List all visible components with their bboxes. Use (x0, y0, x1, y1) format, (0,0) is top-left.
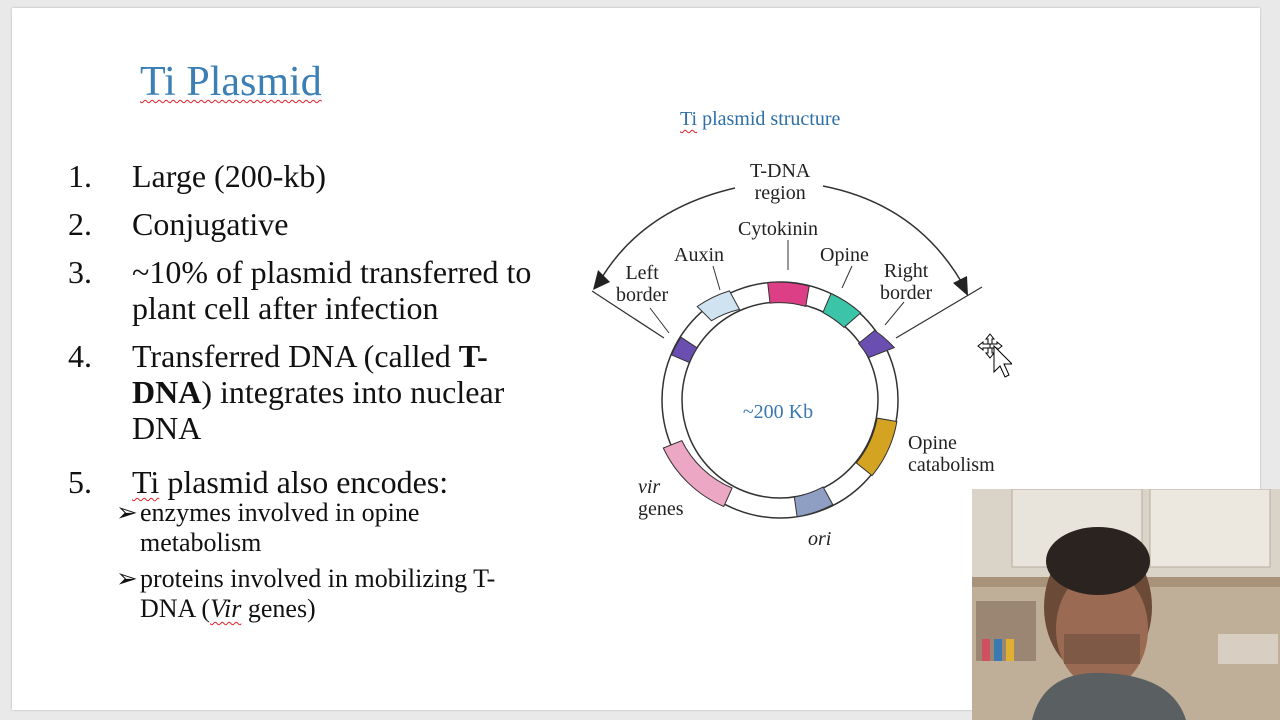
ori-label: ori (808, 528, 832, 550)
list-text: Conjugative (132, 206, 289, 242)
right-border-segment (857, 329, 896, 359)
list-text: Ti plasmid also encodes: (132, 464, 632, 500)
tdna-arc-left (597, 187, 736, 285)
opine-catabolism-segment (855, 417, 898, 477)
slide-title: Ti Plasmid (140, 58, 322, 106)
slide-title-text: Ti Plasmid (140, 59, 322, 105)
auxin-label: Auxin (674, 244, 724, 266)
ori-segment (793, 486, 834, 518)
plasmid-inner-ring (681, 301, 879, 499)
auxin-segment (696, 290, 741, 322)
sub-text-line: metabolism (140, 528, 262, 557)
left-border-label: Left border (616, 262, 669, 306)
list-number: 5. (68, 464, 92, 500)
list-text-part: Transferred DNA (called (132, 338, 459, 374)
list-text: ~10% of plasmid transferred to plant cel… (132, 254, 632, 326)
right-border-label: Right border (880, 260, 933, 304)
opine-catabolism-label: Opine catabolism (908, 432, 995, 476)
arrow-bullet-icon: ➢ (116, 498, 138, 527)
sub-text-part: genes) (241, 594, 316, 623)
list-text-bold: DNA (132, 374, 202, 410)
arrow-bullet-icon: ➢ (116, 564, 138, 593)
leader-line-auxin (712, 265, 721, 291)
list-number: 3. (68, 254, 92, 290)
list-text: Large (200-kb) (132, 158, 326, 194)
presenter-video-image (972, 489, 1280, 720)
list-text: Transferred DNA (called T- DNA) integrat… (132, 338, 632, 446)
webcam-video (972, 489, 1280, 720)
sub-text-line: enzymes involved in opine (140, 498, 420, 527)
move-cursor-icon (977, 333, 1012, 378)
vir-segment (662, 439, 733, 508)
slide: Ti Plasmid 1. Large (200-kb) 2. Conjugat… (12, 8, 1260, 710)
list-text-bold: T- (458, 338, 488, 374)
list-text-part: ) integrates into nuclear (201, 374, 505, 410)
cytokinin-segment (767, 281, 810, 308)
left-border-segment (670, 336, 698, 364)
plasmid-size-label: ~200 Kb (743, 401, 813, 423)
list-text-line: DNA (132, 410, 202, 446)
opine-label: Opine (820, 244, 869, 266)
list-number: 2. (68, 206, 92, 242)
tdna-region-label: T-DNA region (750, 160, 811, 204)
diagram-title: Ti plasmid structure (680, 108, 841, 130)
list-number: 1. (68, 158, 92, 194)
list-number: 4. (68, 338, 92, 374)
list-text-line: plant cell after infection (132, 290, 439, 326)
sub-text-line: proteins involved in mobilizing T- (140, 564, 496, 593)
plasmid-diagram: ~200 Kb (591, 185, 983, 519)
tdna-left-arrowhead (593, 270, 610, 290)
sub-text-italic: Vir (210, 594, 242, 623)
list-text-part: Ti (132, 464, 160, 500)
vir-genes-label: vir genes (638, 476, 684, 520)
leader-line-right-border (884, 301, 905, 326)
opine-segment (822, 292, 862, 329)
leader-line-left-border (649, 307, 670, 334)
tdna-right-arrowhead (953, 276, 968, 296)
cytokinin-label: Cytokinin (738, 218, 819, 240)
tdna-arc-right (822, 185, 967, 291)
leader-line-opine (841, 265, 853, 289)
list-text-line: ~10% of plasmid transferred to (132, 254, 532, 290)
sub-text-part: DNA ( (140, 594, 211, 623)
list-text-part: plasmid also encodes: (159, 464, 449, 500)
left-border-line (591, 290, 665, 339)
